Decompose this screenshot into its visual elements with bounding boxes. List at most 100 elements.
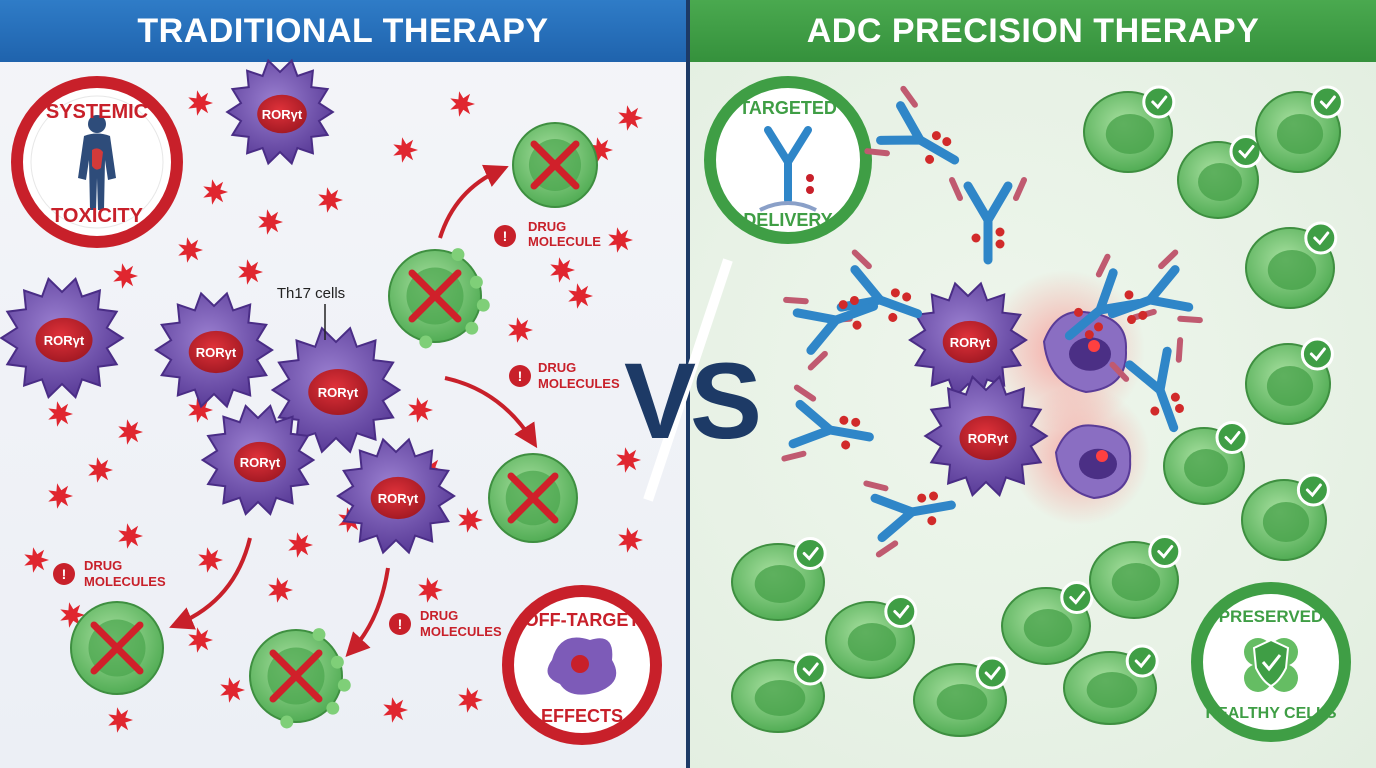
healthy-cell	[1177, 135, 1263, 219]
human-body-icon	[78, 115, 116, 210]
healthy-cell	[825, 595, 918, 679]
badge-top-text: SYSTEMIC	[46, 101, 148, 123]
adc-precision-therapy-panel: ADC PRECISION THERAPY	[690, 0, 1376, 768]
check-icon	[1304, 221, 1338, 255]
svg-text:MOLECULES: MOLECULES	[84, 574, 166, 589]
healthy-cell	[1241, 473, 1330, 561]
healthy-cell	[1245, 221, 1338, 309]
th17-cell: RORγt	[225, 58, 335, 166]
drug-particle	[608, 227, 633, 253]
drug-particle	[188, 397, 213, 423]
drug-particle	[118, 523, 143, 549]
drug-particle	[48, 483, 73, 509]
off-target-effects-badge: OFF-TARGET EFFECTS	[502, 585, 662, 745]
drug-particle	[113, 263, 138, 289]
healthy-cell	[1001, 581, 1094, 665]
healthy-cells	[731, 85, 1344, 737]
check-icon	[1215, 421, 1249, 454]
damaged-healthy-cell	[70, 601, 164, 695]
drug-particle	[568, 283, 593, 309]
shield-check-icon	[1252, 638, 1290, 688]
th17-label: Th17 cells	[277, 285, 345, 302]
svg-text:MOLECULES: MOLECULES	[420, 624, 502, 639]
antibody	[1107, 249, 1203, 324]
drug-particle	[268, 577, 293, 603]
systemic-toxicity-badge: SYSTEMIC TOXICITY	[11, 76, 183, 248]
targeted-bottom-text: DELIVERY	[743, 210, 832, 230]
th17-cell: RORγt	[0, 277, 125, 399]
check-icon	[793, 652, 827, 686]
healthy-cell	[1255, 85, 1344, 173]
check-icon	[1060, 581, 1094, 614]
antibody-icon	[764, 126, 812, 204]
healthy-cell	[913, 656, 1009, 737]
drug-particle	[550, 257, 575, 283]
antibody-drug-conjugates	[781, 85, 1203, 558]
traditional-therapy-panel: TRADITIONAL THERAPY	[0, 0, 686, 768]
th17-cell: RORγt	[923, 375, 1049, 497]
drug-particle	[458, 507, 483, 533]
healthy-cell	[1063, 644, 1159, 725]
red-x-icon	[530, 140, 580, 190]
damaged-healthy-cell	[249, 628, 351, 729]
targeted-top-text: TARGETED	[739, 98, 837, 118]
targeted-delivery-badge: TARGETED DELIVERY	[704, 76, 872, 244]
check-icon	[975, 656, 1009, 690]
drug-particle	[258, 209, 283, 235]
damaged-healthy-cell	[388, 248, 490, 349]
antibody	[781, 384, 874, 462]
antibody	[949, 177, 1027, 265]
damaged-healthy-cells	[70, 122, 598, 729]
drug-particle	[24, 547, 49, 573]
drug-particle	[458, 687, 483, 713]
drug-particle	[118, 419, 143, 445]
dying-cell	[1042, 310, 1127, 394]
drug-label-2: ! DRUG MOLECULES	[509, 360, 620, 391]
preserved-top-text: PRESERVED	[1219, 607, 1324, 626]
red-x-icon	[269, 649, 323, 703]
dying-cell	[1054, 424, 1132, 500]
damaged-healthy-cell	[488, 453, 578, 543]
drug-particle	[393, 137, 418, 163]
drug-arrows	[169, 164, 538, 658]
drug-particle	[318, 187, 343, 213]
svg-text:DRUG: DRUG	[528, 219, 566, 234]
healthy-cell	[1083, 85, 1176, 173]
ror-gamma-t-label: RORγt	[968, 431, 1009, 446]
drug-label-3: ! DRUG MOLECULES	[53, 558, 166, 589]
svg-text:DRUG: DRUG	[84, 558, 122, 573]
antibody	[864, 85, 960, 165]
offtarget-top-text: OFF-TARGET	[525, 610, 640, 630]
drug-particle	[508, 317, 533, 343]
damaged-healthy-cell	[512, 122, 598, 208]
ror-gamma-t-label: RORγt	[44, 333, 85, 348]
adc-therapy-title: ADC PRECISION THERAPY	[690, 0, 1376, 62]
check-icon	[1148, 535, 1182, 568]
drug-particle	[418, 577, 443, 603]
organ-icon	[92, 148, 103, 170]
ror-gamma-t-label: RORγt	[240, 455, 281, 470]
check-icon	[1125, 644, 1159, 678]
antibody	[1109, 337, 1184, 433]
drug-particle	[48, 401, 73, 427]
svg-text:MOLECULES: MOLECULES	[538, 376, 620, 391]
drug-particle	[108, 707, 133, 733]
red-x-icon	[507, 472, 559, 524]
ror-gamma-t-label: RORγt	[318, 385, 359, 400]
drug-particle	[238, 259, 263, 285]
drug-particle	[288, 532, 313, 558]
red-x-icon	[408, 269, 462, 323]
check-icon	[1142, 85, 1176, 119]
healthy-cell	[1245, 337, 1334, 425]
preserved-healthy-cells-badge: PRESERVED HEALTHY CELLS	[1191, 582, 1351, 742]
drug-particle	[220, 677, 245, 703]
healthy-cell	[731, 537, 827, 621]
th17-cell: RORγt	[154, 291, 274, 409]
svg-text:DRUG: DRUG	[420, 608, 458, 623]
drug-particle	[178, 237, 203, 263]
svg-text:!: !	[518, 368, 523, 384]
